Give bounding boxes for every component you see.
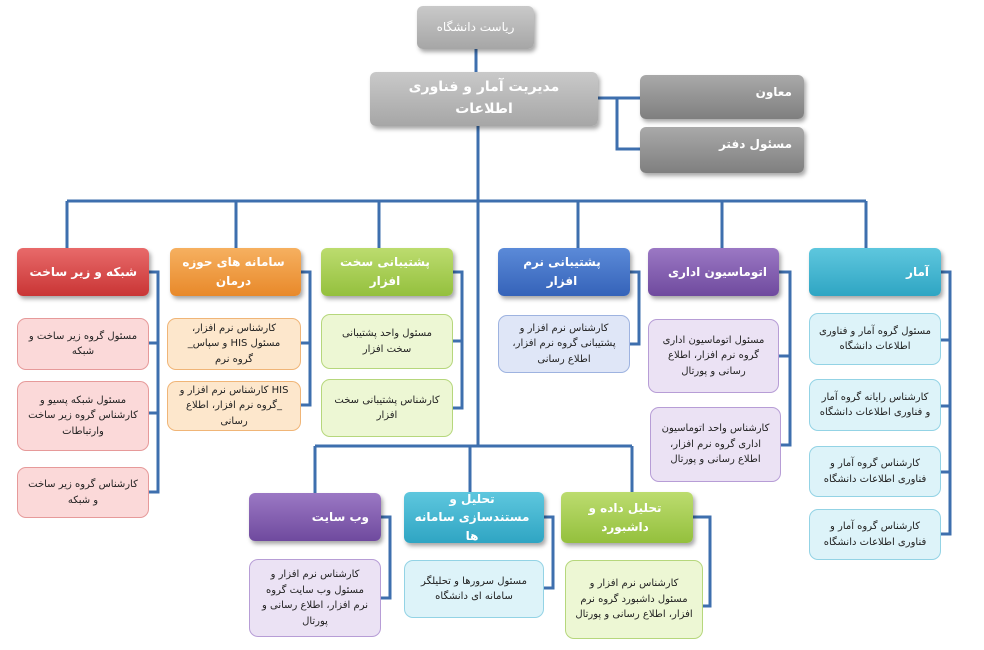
software-item-1-text: کارشناس نرم افزار و پشتیبانی گروه نرم اف… xyxy=(512,322,616,365)
dept-software-title: پشتیبانی نرم افزار xyxy=(523,255,601,288)
stats-item-4-text: کارشناس گروه آمار و فناوری اطلاعات دانشگ… xyxy=(823,521,927,548)
dept-data-title: تحلیل داده و داشبورد xyxy=(588,500,662,534)
dept-his-title: سامانه های حوزه درمان xyxy=(182,255,285,288)
dept-hardware-header: پشتیبانی سخت افزار xyxy=(321,248,453,296)
automation-item-1-text: مسئول اتوماسیون اداری گروه نرم افزار، اط… xyxy=(662,334,765,377)
network-item-2-text: مسئول شبکه پسیو و کارشناس گروه زیر ساخت … xyxy=(28,394,138,437)
bracket-automation xyxy=(779,270,792,447)
automation-item-2-text: کارشناس واحد اتوماسیون اداری گروه نرم اف… xyxy=(661,423,770,466)
dept-analysis-title: تحلیل و مستندسازی سامانه ها xyxy=(414,491,530,543)
stats-item-3-text: کارشناس گروه آمار و فناوری اطلاعات دانشگ… xyxy=(823,458,927,485)
hardware-item-2: کارشناس پشتیبانی سخت افزار xyxy=(321,379,453,437)
dept-stats-header: آمار xyxy=(809,248,941,296)
deputy-label: معاون xyxy=(755,85,792,99)
bracket-analysis xyxy=(544,515,555,590)
management-label: مدیریت آمار و فناوری اطلاعات xyxy=(408,79,560,117)
stats-item-1: مسئول گروه آمار و فناوری اطلاعات دانشگاه xyxy=(809,313,941,365)
bracket-his xyxy=(301,270,312,407)
deputy-box: معاون xyxy=(640,75,804,119)
stats-item-2-text: کارشناس رایانه گروه آمار و فناوری اطلاعا… xyxy=(819,391,931,419)
hardware-item-1-text: مسئول واحد پشتیبانی سخت افزار xyxy=(341,328,433,355)
network-item-1-text: مسئول گروه زیر ساخت و شبکه xyxy=(28,330,138,358)
software-item-1: کارشناس نرم افزار و پشتیبانی گروه نرم اف… xyxy=(498,315,630,373)
dept-automation-title: اتوماسیون اداری xyxy=(667,264,767,279)
network-item-3-text: کارشناس گروه زیر ساخت و شبکه xyxy=(28,479,138,506)
hardware-item-1: مسئول واحد پشتیبانی سخت افزار xyxy=(321,314,453,369)
dept-stats-title: آمار xyxy=(906,264,929,279)
bracket-website xyxy=(381,515,392,600)
dept-network-header: شبکه و زیر ساخت xyxy=(17,248,149,296)
management-box: مدیریت آمار و فناوری اطلاعات xyxy=(370,72,598,126)
his-item-1-text: کارشناس نرم افزار، مسئول HIS و سپاس_ گرو… xyxy=(187,322,281,365)
presidency-label: ریاست دانشگاه xyxy=(436,20,515,35)
bracket-stats xyxy=(941,270,952,536)
connector-office xyxy=(615,98,640,151)
website-item-1: کارشناس نرم افزار و مسئول وب سایت گروه ن… xyxy=(249,559,381,637)
network-item-2: مسئول شبکه پسیو و کارشناس گروه زیر ساخت … xyxy=(17,381,149,451)
dept-website-title: وب سایت xyxy=(311,509,369,524)
dept-analysis-header: تحلیل و مستندسازی سامانه ها xyxy=(404,492,544,543)
hardware-item-2-text: کارشناس پشتیبانی سخت افزار xyxy=(334,394,440,422)
analysis-item-1: مسئول سرورها و تحلیلگر سامانه ای دانشگاه xyxy=(404,560,544,618)
data-item-1: کارشناس نرم افزار و مسئول داشبورد گروه ن… xyxy=(565,560,703,639)
network-item-3: کارشناس گروه زیر ساخت و شبکه xyxy=(17,467,149,518)
stats-item-3: کارشناس گروه آمار و فناوری اطلاعات دانشگ… xyxy=(809,446,941,497)
bracket-hardware xyxy=(453,270,464,410)
automation-item-1: مسئول اتوماسیون اداری گروه نرم افزار، اط… xyxy=(648,319,779,393)
dept-software-header: پشتیبانی نرم افزار xyxy=(498,248,630,296)
office-box: مسئول دفتر xyxy=(640,127,804,173)
dept-hardware-title: پشتیبانی سخت افزار xyxy=(340,255,430,288)
automation-item-2: کارشناس واحد اتوماسیون اداری گروه نرم اف… xyxy=(650,407,781,482)
his-item-2-text: HIS کارشناس نرم افزار و _گروه نرم افزار،… xyxy=(179,384,289,427)
network-item-1: مسئول گروه زیر ساخت و شبکه xyxy=(17,318,149,370)
website-item-1-text: کارشناس نرم افزار و مسئول وب سایت گروه ن… xyxy=(262,569,368,627)
his-item-1: کارشناس نرم افزار، مسئول HIS و سپاس_ گرو… xyxy=(167,318,301,370)
dept-website-header: وب سایت xyxy=(249,493,381,541)
stats-item-4: کارشناس گروه آمار و فناوری اطلاعات دانشگ… xyxy=(809,509,941,560)
bracket-network xyxy=(149,270,160,494)
stats-item-2: کارشناس رایانه گروه آمار و فناوری اطلاعا… xyxy=(809,379,941,431)
dept-his-header: سامانه های حوزه درمان xyxy=(170,248,301,296)
data-item-1-text: کارشناس نرم افزار و مسئول داشبورد گروه ن… xyxy=(575,578,693,621)
his-item-2: HIS کارشناس نرم افزار و _گروه نرم افزار،… xyxy=(167,381,301,431)
presidency-box: ریاست دانشگاه xyxy=(417,6,534,49)
bracket-software xyxy=(630,270,641,346)
dept-data-header: تحلیل داده و داشبورد xyxy=(561,492,693,543)
analysis-item-1-text: مسئول سرورها و تحلیلگر سامانه ای دانشگاه xyxy=(421,575,527,603)
dept-network-title: شبکه و زیر ساخت xyxy=(29,264,137,279)
stats-item-1-text: مسئول گروه آمار و فناوری اطلاعات دانشگاه xyxy=(819,325,931,353)
dept-automation-header: اتوماسیون اداری xyxy=(648,248,779,296)
bracket-data xyxy=(693,515,712,608)
office-label: مسئول دفتر xyxy=(718,137,792,151)
